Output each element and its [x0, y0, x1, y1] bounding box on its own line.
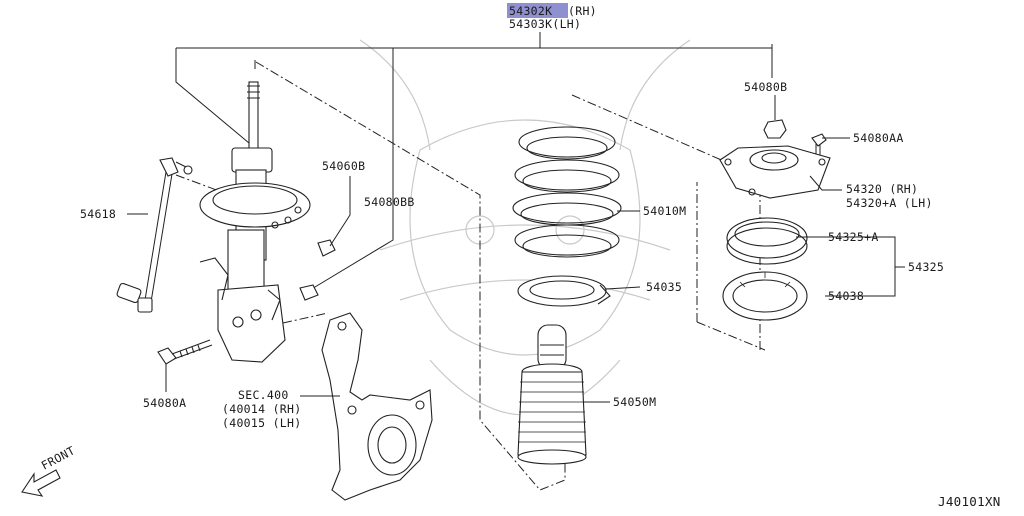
callout-bolt-top[interactable]: 54080B: [744, 80, 787, 94]
bolt-54080aa[interactable]: [811, 133, 827, 147]
watermark-logo: [359, 39, 691, 416]
callout-seat[interactable]: 54038: [828, 289, 864, 303]
upper-mount[interactable]: [719, 119, 831, 199]
callout-spring-seat[interactable]: 54035: [646, 280, 682, 294]
callout-nut[interactable]: 54060B: [322, 159, 365, 173]
spring-seat[interactable]: [517, 275, 611, 307]
header-bracket: [175, 32, 773, 291]
part-rh-number[interactable]: 54302K: [509, 4, 552, 18]
nut-54080b[interactable]: [763, 119, 787, 139]
strut-spring-seat: [199, 182, 311, 228]
callout-bolt-lower[interactable]: 54080A: [143, 396, 186, 410]
callout-stabilizer-link[interactable]: 54618: [80, 207, 116, 221]
leader-lines: [127, 95, 905, 403]
header-part-number[interactable]: 54302K (RH) 54303K(LH): [507, 3, 597, 31]
steering-knuckle[interactable]: [321, 312, 433, 501]
part-rh-side: (RH): [568, 4, 597, 18]
strut-hardware[interactable]: [157, 239, 336, 365]
callout-spring[interactable]: 54010M: [643, 204, 686, 218]
front-indicator: FRONT: [21, 443, 77, 497]
bearing-seat[interactable]: [722, 271, 808, 321]
strut-assembly[interactable]: [199, 81, 311, 363]
strut-bracket: [217, 284, 286, 363]
front-arrow-icon: [21, 469, 61, 497]
part-lh-label: 54303K(LH): [509, 17, 581, 31]
callout-bumper[interactable]: 54050M: [613, 395, 656, 409]
callout-bolt-mount[interactable]: 54080AA: [853, 131, 904, 145]
callout-labels: 54080B 54080AA 54320 (RH) 54320+A (LH) 5…: [80, 80, 944, 430]
nut-54080bb[interactable]: [299, 284, 319, 301]
front-label: FRONT: [39, 443, 77, 472]
part-highlight: [507, 3, 568, 18]
diagram-code: J40101XN: [938, 494, 1001, 509]
callout-bolt-strut[interactable]: 54080BB: [364, 195, 415, 209]
callout-bearing[interactable]: 54325+A: [828, 230, 879, 244]
bearing[interactable]: [726, 217, 808, 265]
coil-spring[interactable]: [512, 126, 622, 258]
callout-bearing-kit[interactable]: 54325: [908, 260, 944, 274]
callout-knuckle-lh[interactable]: (40015 (LH): [222, 416, 301, 430]
callout-sec-ref[interactable]: SEC.400: [238, 388, 289, 402]
bolt-head-54080a[interactable]: [157, 347, 177, 365]
callout-knuckle-rh[interactable]: (40014 (RH): [222, 402, 301, 416]
callout-mount-lh[interactable]: 54320+A (LH): [846, 196, 933, 210]
callout-mount-rh[interactable]: 54320 (RH): [846, 182, 918, 196]
bump-stopper[interactable]: [517, 324, 587, 465]
strut-cap: [231, 147, 273, 173]
stabilizer-link[interactable]: [116, 157, 193, 313]
